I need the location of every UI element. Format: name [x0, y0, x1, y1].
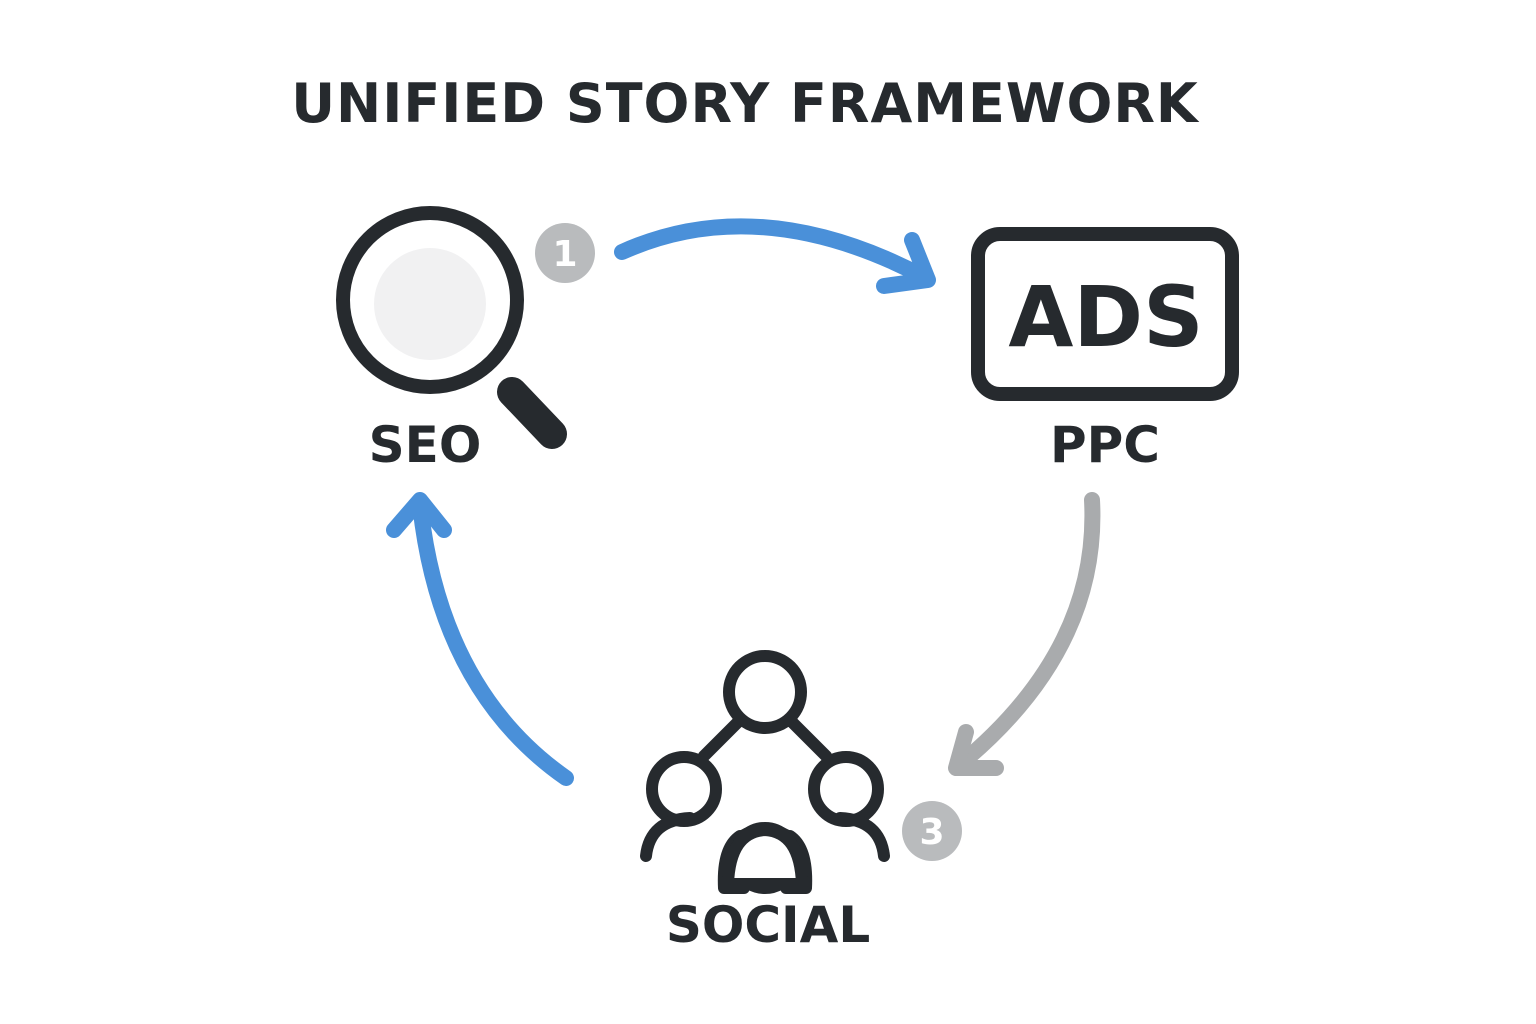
- diagram-title: UNIFIED STORY FRAMEWORK: [291, 72, 1199, 135]
- step-badge-1: 1: [535, 223, 595, 283]
- node-label-seo: SEO: [368, 416, 482, 474]
- people-network-icon: [640, 650, 890, 894]
- arrow-ppc-to-social: [948, 492, 1101, 776]
- arrow-social-to-seo: [386, 492, 574, 786]
- node-label-social: SOCIAL: [665, 896, 871, 954]
- step-badge-3-text: 3: [919, 812, 944, 853]
- step-badge-1-text: 1: [552, 234, 577, 275]
- magnifier-icon: [336, 206, 567, 449]
- ads-box-text: ADS: [1008, 268, 1203, 366]
- node-label-ppc: PPC: [1050, 416, 1160, 474]
- ads-box-icon: ADS: [971, 227, 1239, 401]
- arrow-seo-to-ppc: [614, 218, 936, 294]
- step-badge-3: 3: [902, 801, 962, 861]
